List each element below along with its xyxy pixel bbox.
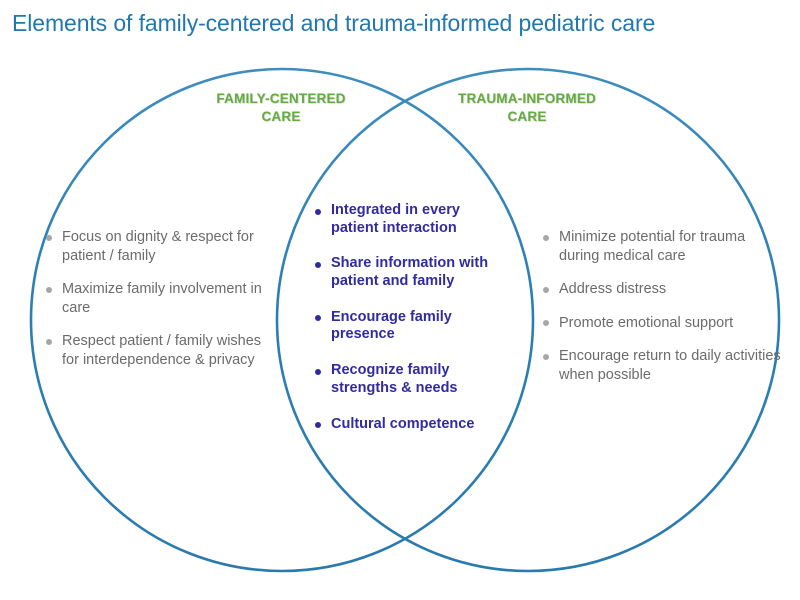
list-item-label: Cultural competence [331,415,475,432]
circle-label-trauma-informed-care-line1: TRAUMA-INFORMED [458,91,596,106]
bullet-icon [543,354,549,360]
circle-label-trauma-informed-care-line2: CARE [507,109,547,125]
list-item: Encourage return to daily activities whe… [541,347,785,384]
bullet-icon [46,339,52,345]
bullet-icon [315,422,321,429]
list-item-label: Share information with patient and famil… [331,255,489,290]
list-intersection: Integrated in every patient interaction … [313,202,505,451]
list-item-label: Encourage return to daily activities whe… [559,348,781,383]
circle-label-trauma-informed-care: TRAUMA-INFORMED CARE [432,90,622,126]
list-item: Maximize family involvement in care [44,280,276,317]
list-item-label: Address distress [559,281,667,298]
bullet-icon [315,315,321,322]
bullet-icon [46,234,52,241]
circle-label-family-centered-care-line2: CARE [261,109,301,125]
list-item: Respect patient / family wishes for inte… [44,332,276,369]
circle-label-family-centered-care-line1: FAMILY-CENTERED [216,91,346,106]
list-item: Integrated in every patient interaction [313,202,505,237]
list-item-label: Recognize family strengths & needs [331,362,458,396]
list-item-label: Focus on dignity & respect for patient /… [62,229,254,264]
page-title: Elements of family-centered and trauma-i… [12,10,656,36]
list-item-label: Respect patient / family wishes for inte… [62,333,262,368]
bullet-icon [315,261,321,268]
bullet-icon [46,286,52,293]
list-item: Promote emotional support [541,314,785,333]
list-item: Recognize family strengths & needs [313,362,505,397]
list-trauma-informed-care: Minimize potential for trauma during med… [541,228,785,384]
bullet-icon [315,208,321,215]
list-family-centered-care: Focus on dignity & respect for patient /… [44,228,276,369]
list-item-label: Minimize potential for trauma during med… [559,229,746,264]
circle-trauma-informed-care [275,67,781,573]
bullet-icon [315,368,321,375]
list-item-label: Maximize family involvement in care [62,281,262,316]
bullet-icon [543,234,549,241]
list-item: Cultural competence [313,416,505,434]
list-item: Encourage family presence [313,309,505,344]
list-item-label: Integrated in every patient interaction [331,202,460,236]
list-item-label: Encourage family presence [331,308,452,343]
circle-label-family-centered-care: FAMILY-CENTERED CARE [186,90,376,126]
list-item: Focus on dignity & respect for patient /… [44,228,276,265]
bullet-icon [543,320,549,327]
list-item: Minimize potential for trauma during med… [541,228,785,265]
circle-family-centered-care [29,67,535,573]
bullet-icon [543,286,549,293]
list-item: Share information with patient and famil… [313,255,505,290]
list-item: Address distress [541,280,785,299]
list-item-label: Promote emotional support [559,314,734,331]
